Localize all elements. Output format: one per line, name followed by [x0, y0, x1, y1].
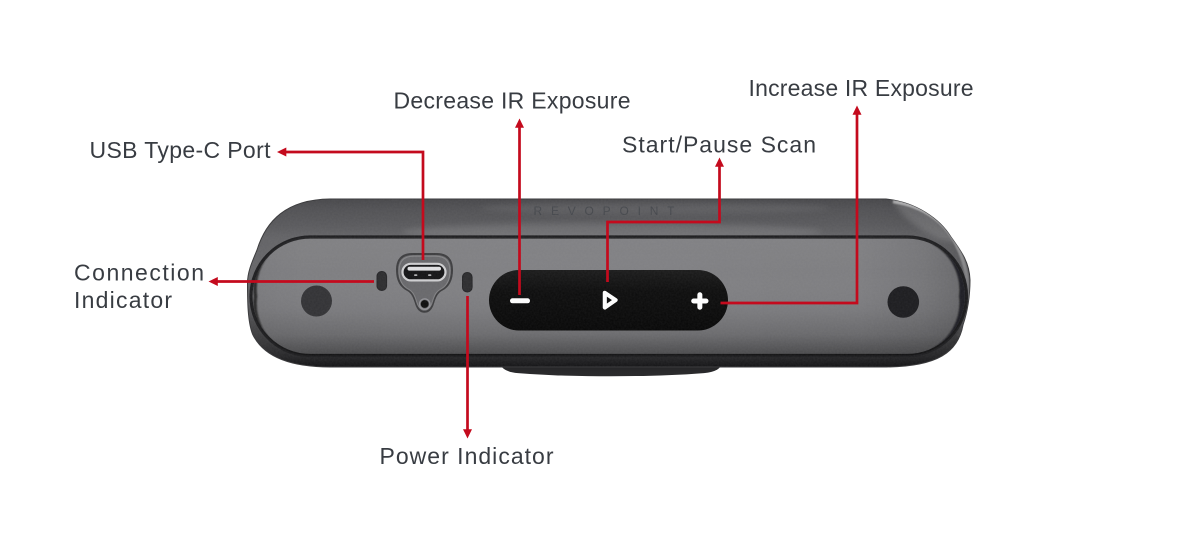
svg-text:Indicator: Indicator: [74, 287, 172, 313]
svg-text:Decrease IR Exposure: Decrease IR Exposure: [394, 88, 631, 114]
svg-text:Start/Pause Scan: Start/Pause Scan: [622, 132, 816, 158]
svg-text:Power Indicator: Power Indicator: [380, 443, 554, 469]
svg-text:Connection: Connection: [74, 260, 204, 286]
svg-text:Increase IR Exposure: Increase IR Exposure: [749, 75, 974, 101]
svg-text:USB Type-C Port: USB Type-C Port: [90, 137, 272, 163]
